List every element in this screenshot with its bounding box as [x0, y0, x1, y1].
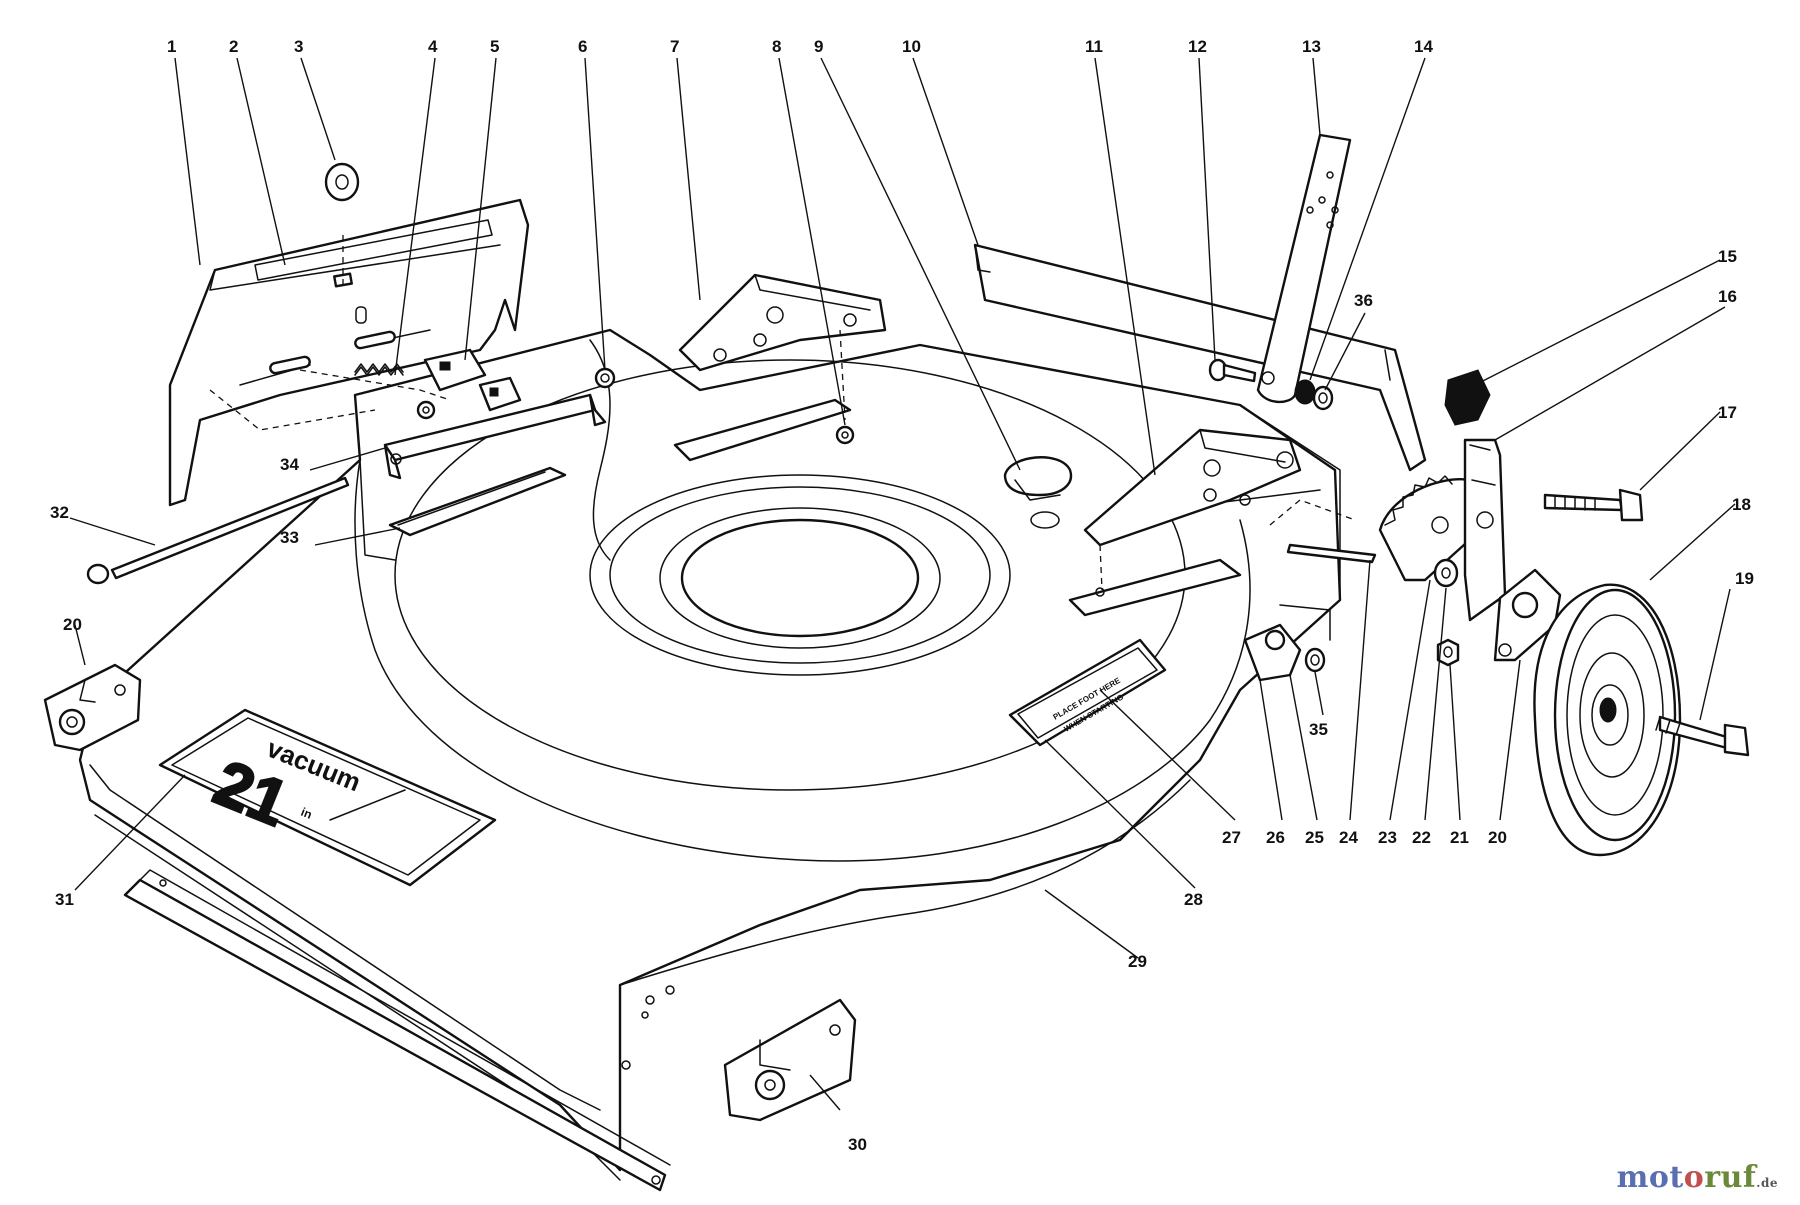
mounting-clip-set [1243, 604, 1331, 682]
callout-13: 13 [1302, 37, 1321, 56]
callout-18: 18 [1732, 495, 1751, 514]
callout-27: 27 [1222, 828, 1241, 847]
callout-1: 1 [167, 37, 176, 56]
callout-34: 34 [280, 455, 299, 474]
callout-23: 23 [1378, 828, 1397, 847]
callout-3: 3 [294, 37, 303, 56]
hinge-rod-bracket [383, 393, 607, 480]
wheel-bracket-plate [1463, 438, 1507, 622]
pivot-bolt [1208, 358, 1257, 383]
callout-9: 9 [814, 37, 823, 56]
height-ratchet-plate [1378, 475, 1477, 582]
front-wheel-bracket [723, 998, 857, 1122]
rear-wheel [1533, 583, 1682, 857]
height-knob [1444, 369, 1491, 426]
callout-28: 28 [1184, 890, 1203, 909]
washer-nut-pair [1433, 558, 1460, 667]
callout-20a: 20 [63, 615, 82, 634]
callout-29: 29 [1128, 952, 1147, 971]
decal-model-unit: in [299, 805, 314, 822]
watermark-part-c: ruf [1704, 1160, 1757, 1195]
washers-pair [1294, 379, 1334, 411]
plug-part [324, 162, 360, 202]
callout-35: 35 [1309, 720, 1328, 739]
rear-handle-bar [973, 243, 1427, 472]
callout-36: 36 [1354, 291, 1373, 310]
callout-19: 19 [1735, 569, 1754, 588]
callout-12: 12 [1188, 37, 1207, 56]
callout-32: 32 [50, 503, 69, 522]
callout-11: 11 [1085, 37, 1103, 56]
watermark-tld: .de [1756, 1176, 1778, 1190]
callout-10: 10 [902, 37, 921, 56]
callout-22: 22 [1412, 828, 1431, 847]
gas-cap [1003, 456, 1073, 529]
deck-plate [388, 466, 567, 537]
mower-housing-deck [78, 328, 1342, 1192]
callout-26: 26 [1266, 828, 1285, 847]
callout-31: 31 [55, 890, 74, 909]
callout-17: 17 [1718, 403, 1737, 422]
rear-baffle-assembly [168, 198, 530, 507]
watermark-part-b: o [1683, 1160, 1705, 1195]
right-height-bracket [1068, 428, 1302, 617]
callout-33: 33 [280, 528, 299, 547]
left-wheel-bracket [43, 663, 142, 752]
callout-numbers: 1 2 3 4 5 6 7 8 9 10 11 12 13 14 15 16 1… [50, 37, 1754, 1154]
site-watermark: motoruf.de [1617, 1160, 1778, 1195]
hinge-rod [86, 476, 350, 585]
callout-21: 21 [1450, 828, 1469, 847]
leader-lines [69, 57, 1736, 1111]
callout-14: 14 [1414, 37, 1433, 56]
callout-16: 16 [1718, 287, 1737, 306]
nut-part [594, 367, 616, 389]
callout-8: 8 [772, 37, 781, 56]
callout-24: 24 [1339, 828, 1358, 847]
callout-2: 2 [229, 37, 238, 56]
callout-15: 15 [1718, 247, 1737, 266]
callout-25: 25 [1305, 828, 1324, 847]
axle-bolt-short [1543, 488, 1644, 522]
callout-30: 30 [848, 1135, 867, 1154]
callout-4: 4 [428, 37, 438, 56]
height-adjust-lever [1256, 133, 1352, 404]
callout-7: 7 [670, 37, 679, 56]
wheel-axle-bolt [1655, 715, 1750, 757]
callout-5: 5 [490, 37, 499, 56]
callout-20b: 20 [1488, 828, 1507, 847]
left-height-bracket [673, 273, 887, 462]
watermark-part-a: mot [1616, 1160, 1684, 1195]
retaining-clip [1269, 499, 1377, 564]
callout-6: 6 [578, 37, 587, 56]
